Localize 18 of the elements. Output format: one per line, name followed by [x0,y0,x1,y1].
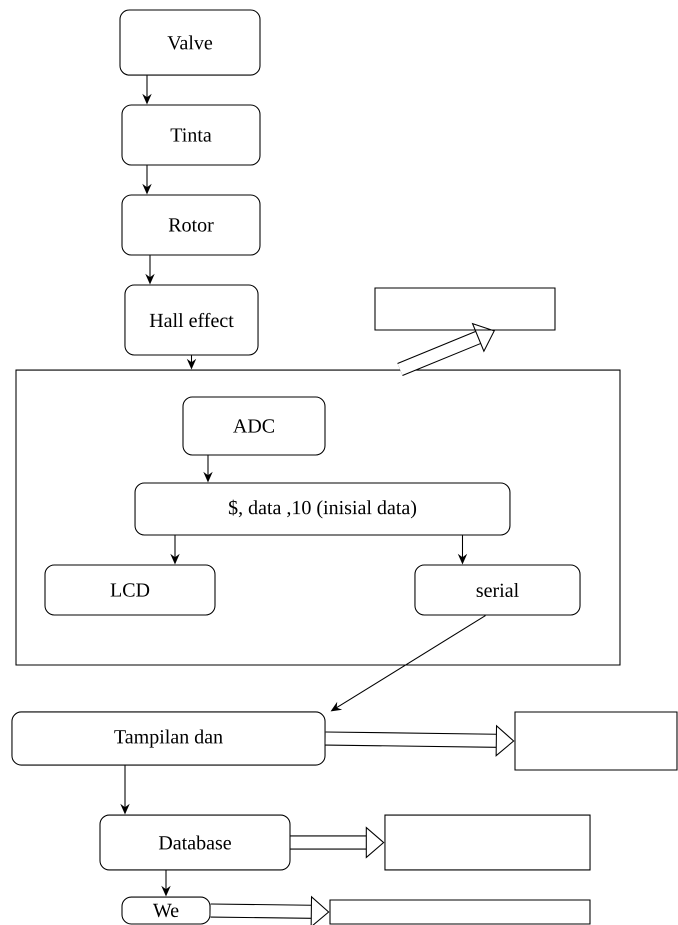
empty-box [514,711,678,771]
process-box: Valve [119,9,261,76]
container-box [15,370,621,666]
process-box: $, data ,10 (inisial data) [134,482,510,536]
empty-box [384,814,591,870]
empty-box [329,899,591,925]
empty-box [374,287,556,331]
process-box: We [121,896,211,924]
process-box: ADC [182,396,326,456]
hollow-arrow [397,322,495,376]
process-box: Tampilan dan [11,711,326,766]
process-box: serial [414,564,581,616]
process-box: Tinta [121,104,261,166]
process-box: LCD [44,564,216,616]
process-box: Rotor [121,194,261,256]
process-box: Database [99,814,291,870]
process-box: Hall effect [124,284,259,356]
hollow-arrow [210,896,330,925]
